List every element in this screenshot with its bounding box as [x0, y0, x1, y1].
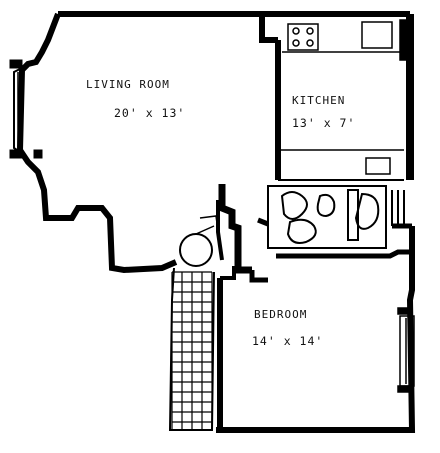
- kitchen-label: KITCHEN: [292, 94, 346, 107]
- kitchen-dimensions: 13' x 7': [292, 116, 356, 130]
- living-room-dimensions: 20' x 13': [114, 106, 186, 120]
- living-room-label: LIVING ROOM: [86, 78, 170, 91]
- kitchen-fixtures: [282, 19, 411, 175]
- central-partition: [179, 184, 269, 283]
- bedroom-dimensions: 14' x 14': [252, 334, 324, 348]
- living-room-walls: [16, 11, 262, 274]
- closet-area: [267, 185, 412, 249]
- hallway-outline: [168, 267, 215, 431]
- tiled-hallway: [171, 271, 213, 430]
- bay-window: [9, 59, 43, 159]
- bedroom-label: BEDROOM: [254, 308, 308, 321]
- bedroom-window: [397, 307, 415, 393]
- bedroom-walls: [216, 226, 416, 433]
